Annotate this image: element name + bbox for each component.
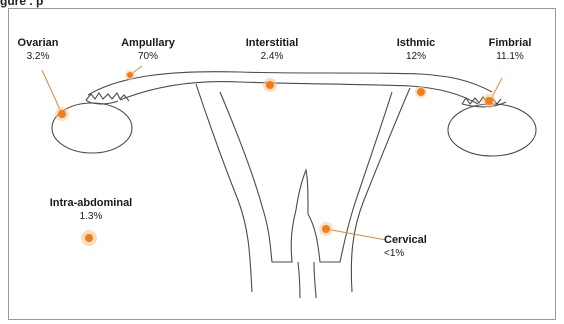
marker-interstitial	[266, 81, 274, 89]
uterus-cavity-left	[220, 92, 296, 262]
marker-intra-abdominal	[85, 234, 93, 242]
label-cervical: Cervical <1%	[384, 234, 454, 260]
uterus-outer-contour	[196, 84, 410, 292]
marker-ovarian	[58, 110, 66, 118]
marker-isthmic	[417, 88, 425, 96]
label-interstitial-name: Interstitial	[232, 37, 312, 50]
label-cervical-percent: <1%	[384, 247, 454, 260]
leader-cervical	[326, 229, 386, 240]
leader-ovarian	[42, 70, 62, 114]
label-fimbrial-percent: 11.1%	[474, 50, 546, 63]
marker-fimbrial	[485, 97, 493, 105]
label-interstitial-percent: 2.4%	[232, 50, 312, 63]
label-intra-abdominal-name: Intra-abdominal	[36, 197, 146, 210]
label-isthmic-name: Isthmic	[384, 37, 448, 50]
label-ampullary: Ampullary 70%	[110, 37, 186, 63]
label-ampullary-name: Ampullary	[110, 37, 186, 50]
label-isthmic-percent: 12%	[384, 50, 448, 63]
label-interstitial: Interstitial 2.4%	[232, 37, 312, 63]
label-ampullary-percent: 70%	[110, 50, 186, 63]
label-isthmic: Isthmic 12%	[384, 37, 448, 63]
label-ovarian-name: Ovarian	[8, 37, 68, 50]
label-intra-abdominal: Intra-abdominal 1.3%	[36, 197, 146, 223]
left-fimbria	[86, 93, 129, 101]
label-ovarian: Ovarian 3.2%	[8, 37, 68, 63]
label-fimbrial: Fimbrial 11.1%	[474, 37, 546, 63]
cervix	[298, 262, 316, 298]
label-cervical-name: Cervical	[384, 234, 454, 247]
right-ovary	[448, 104, 536, 156]
label-ovarian-percent: 3.2%	[8, 50, 68, 63]
marker-ampullary	[127, 72, 133, 78]
uterus-cavity-right	[308, 92, 392, 262]
label-fimbrial-name: Fimbrial	[474, 37, 546, 50]
marker-cervical	[322, 225, 330, 233]
label-intra-abdominal-percent: 1.3%	[36, 210, 146, 223]
